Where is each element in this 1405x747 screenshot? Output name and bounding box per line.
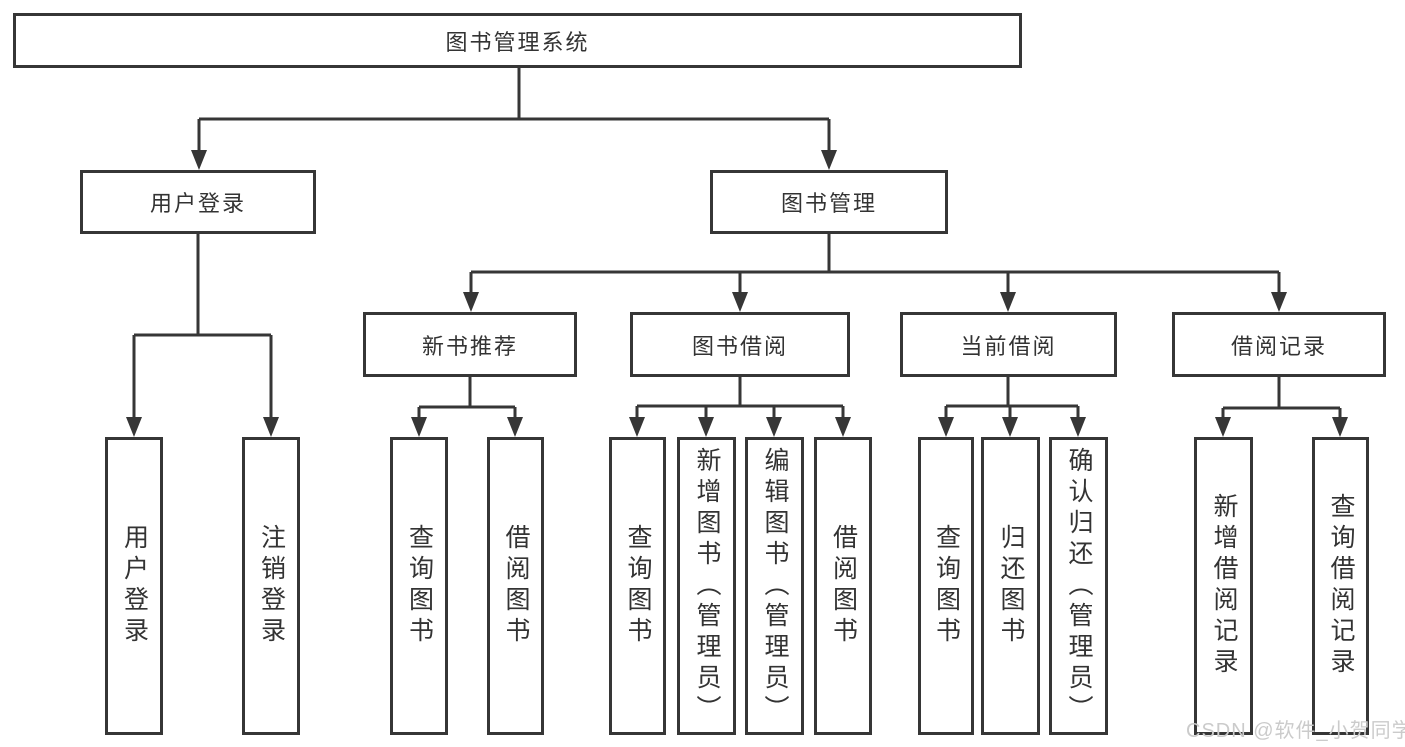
- node-new-book-recommendation: 新书推荐: [363, 312, 577, 377]
- leaf-user-login: 用户登录: [105, 437, 163, 735]
- node-current-borrowing: 当前借阅: [900, 312, 1117, 377]
- node-label: 查询借阅记录: [1327, 493, 1355, 679]
- node-user-login: 用户登录: [80, 170, 316, 234]
- node-label: 借阅图书: [502, 524, 530, 648]
- leaf-return-books: 归还图书: [981, 437, 1040, 735]
- node-label: 注销登录: [257, 524, 286, 648]
- leaf-confirm-return-admin: 确认归还（管理员）: [1049, 437, 1108, 735]
- node-label: 用户登录: [120, 524, 149, 648]
- leaf-borrow-books-recommendation: 借阅图书: [487, 437, 544, 735]
- node-label: 确认归还（管理员）: [1065, 446, 1093, 726]
- node-borrowing-records: 借阅记录: [1172, 312, 1386, 377]
- node-label: 图书管理: [780, 191, 877, 216]
- node-label: 新增图书（管理员）: [693, 446, 721, 726]
- leaf-query-books-current: 查询图书: [918, 437, 974, 735]
- node-label: 查询图书: [932, 524, 961, 648]
- node-label: 借阅记录: [1230, 333, 1327, 359]
- leaf-borrow-books: 借阅图书: [814, 437, 872, 735]
- leaf-logout: 注销登录: [242, 437, 300, 735]
- leaf-edit-books-admin: 编辑图书（管理员）: [745, 437, 804, 735]
- csdn-watermark: CSDN @软件_小贺同学: [1186, 720, 1405, 742]
- node-label: 新书推荐: [421, 333, 518, 359]
- node-label: 图书借阅: [691, 333, 788, 359]
- node-library-management-system: 图书管理系统: [13, 13, 1022, 68]
- leaf-query-books-borrowing: 查询图书: [609, 437, 666, 735]
- leaf-add-borrow-record: 新增借阅记录: [1194, 437, 1253, 735]
- leaf-query-borrow-record: 查询借阅记录: [1312, 437, 1369, 735]
- node-label: 新增借阅记录: [1210, 493, 1238, 679]
- node-label: 归还图书: [997, 524, 1025, 648]
- node-label: 查询图书: [624, 524, 652, 648]
- node-label: 查询图书: [405, 524, 434, 648]
- node-label: 借阅图书: [829, 524, 858, 648]
- leaf-add-books-admin: 新增图书（管理员）: [677, 437, 736, 735]
- node-label: 图书管理系统: [445, 29, 590, 55]
- node-label: 当前借阅: [960, 333, 1057, 359]
- node-book-borrowing: 图书借阅: [630, 312, 850, 377]
- node-label: 用户登录: [149, 191, 246, 216]
- leaf-query-books-recommendation: 查询图书: [390, 437, 448, 735]
- node-label: 编辑图书（管理员）: [761, 446, 789, 726]
- node-book-management: 图书管理: [710, 170, 948, 234]
